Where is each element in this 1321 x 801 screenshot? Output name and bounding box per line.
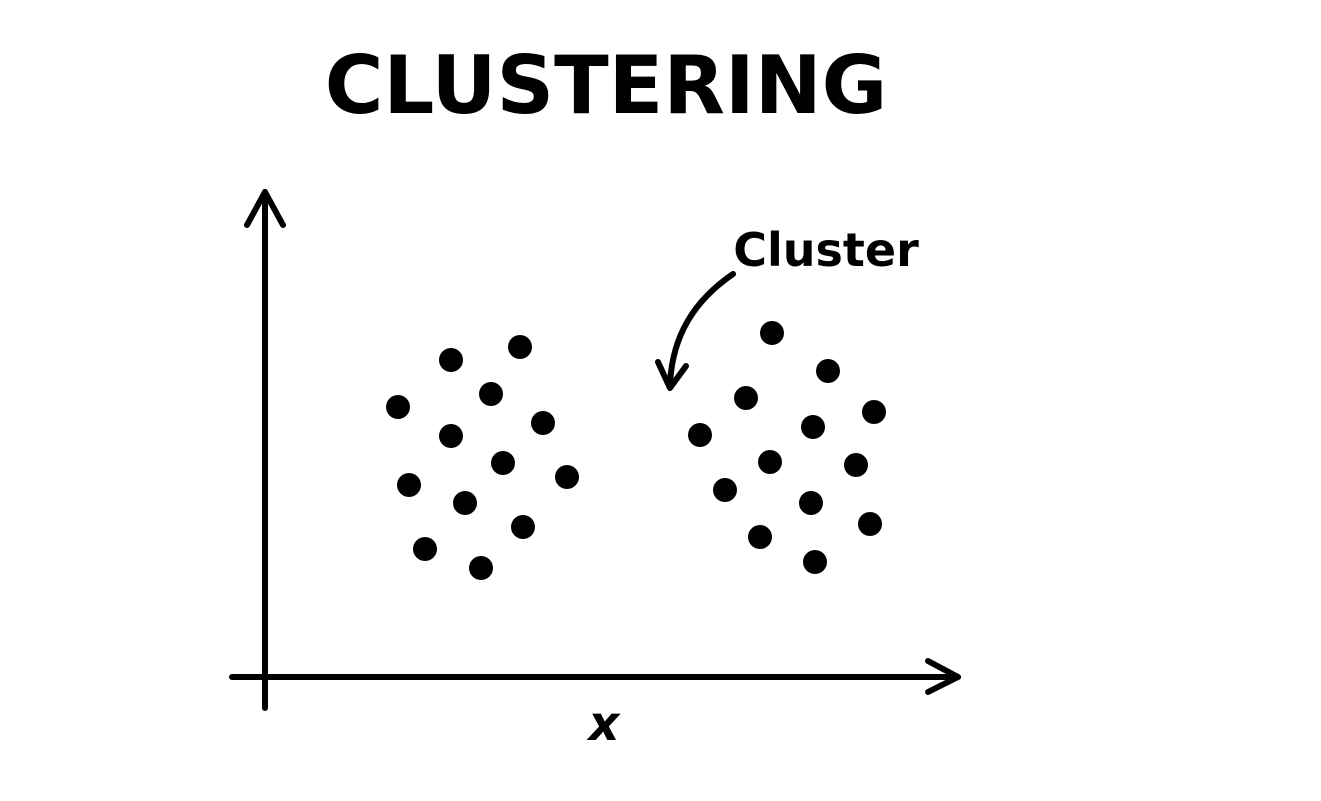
y-axis bbox=[244, 189, 286, 711]
data-point bbox=[803, 550, 827, 574]
data-point bbox=[758, 450, 782, 474]
y-axis-arrowhead bbox=[244, 189, 286, 228]
data-point bbox=[862, 400, 886, 424]
data-point bbox=[531, 411, 555, 435]
cluster-annotation-arrow bbox=[655, 271, 736, 391]
data-point bbox=[508, 335, 532, 359]
data-point bbox=[748, 525, 772, 549]
data-point bbox=[491, 451, 515, 475]
diagram-title: CLUSTERING bbox=[325, 39, 888, 132]
data-point bbox=[858, 512, 882, 536]
data-point bbox=[386, 395, 410, 419]
cluster-annotation-label: Cluster bbox=[733, 223, 919, 277]
x-axis-arrowhead bbox=[925, 658, 961, 695]
x-axis-label: x bbox=[587, 696, 622, 752]
data-point bbox=[453, 491, 477, 515]
x-axis bbox=[229, 658, 961, 695]
data-point bbox=[413, 537, 437, 561]
data-point bbox=[555, 465, 579, 489]
data-point bbox=[397, 473, 421, 497]
data-point bbox=[844, 453, 868, 477]
data-point bbox=[479, 382, 503, 406]
data-point bbox=[816, 359, 840, 383]
data-point bbox=[469, 556, 493, 580]
data-point bbox=[801, 415, 825, 439]
data-point bbox=[713, 478, 737, 502]
data-point bbox=[760, 321, 784, 345]
data-point bbox=[439, 348, 463, 372]
cluster-annotation-arrowhead bbox=[655, 359, 689, 391]
data-point bbox=[688, 423, 712, 447]
data-point bbox=[439, 424, 463, 448]
data-point bbox=[799, 491, 823, 515]
left-cluster bbox=[386, 335, 579, 580]
right-cluster bbox=[688, 321, 886, 574]
data-point bbox=[511, 515, 535, 539]
data-point bbox=[734, 386, 758, 410]
